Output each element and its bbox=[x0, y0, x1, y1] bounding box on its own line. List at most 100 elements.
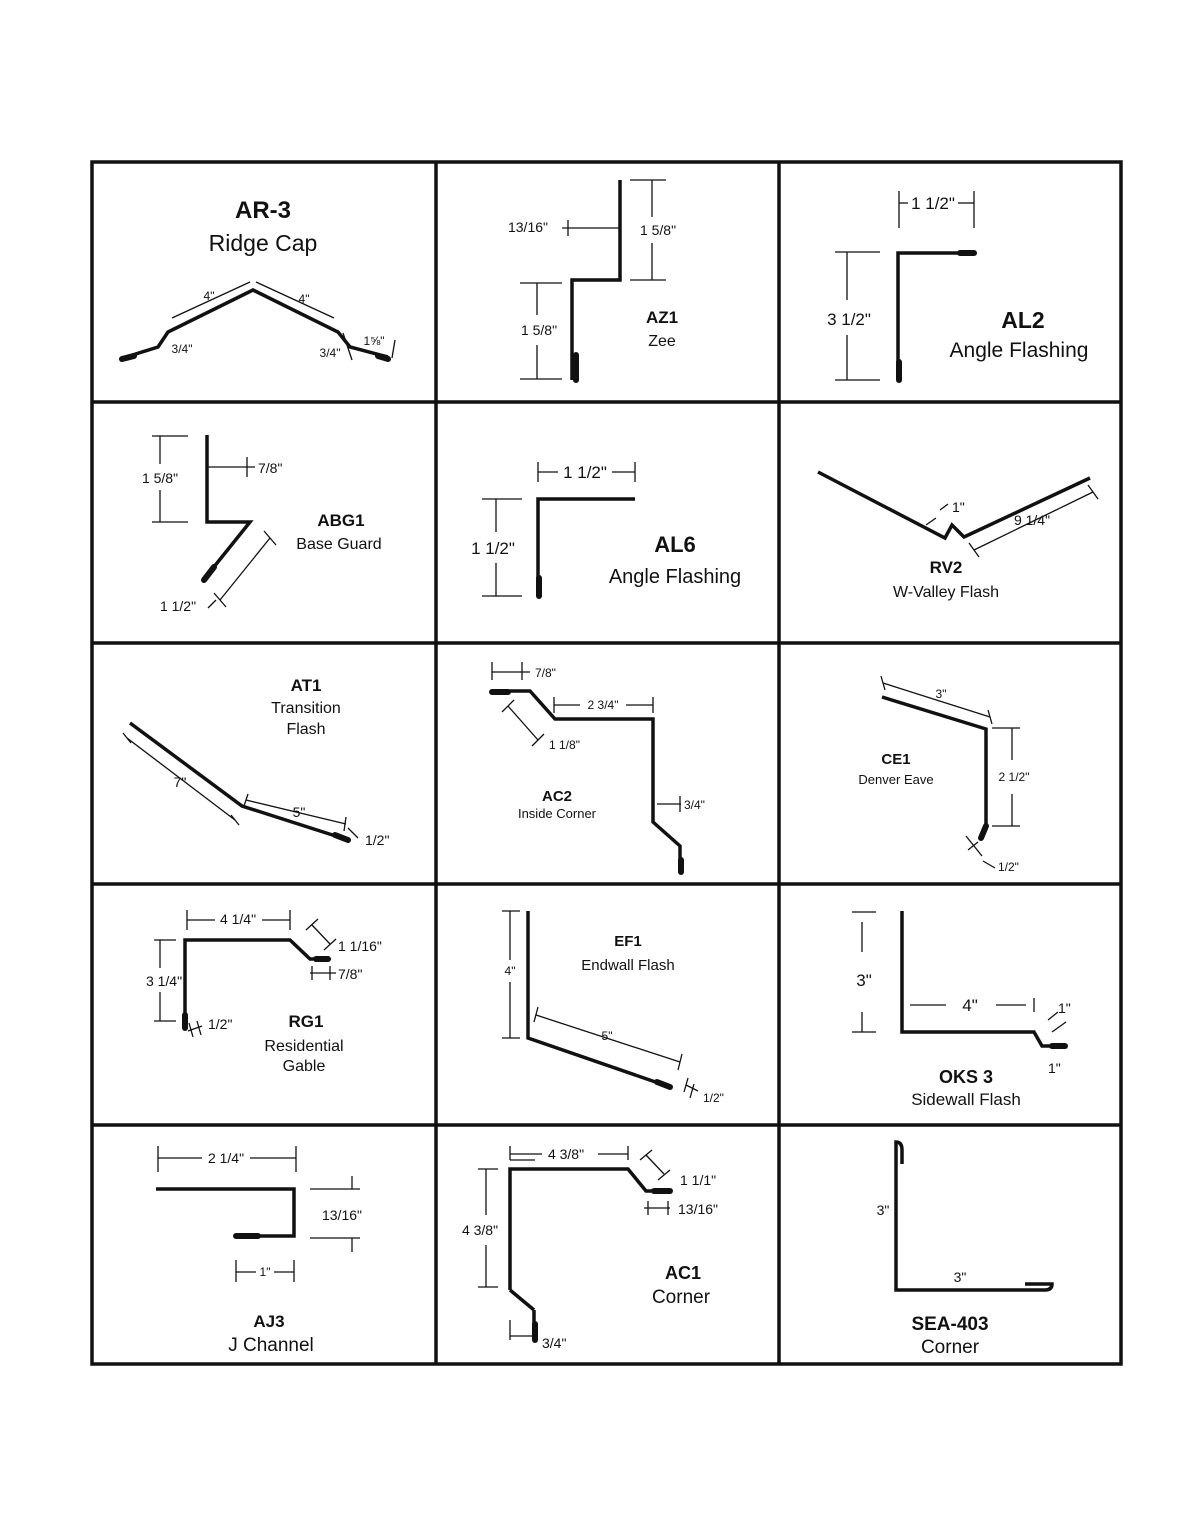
panel-name: Denver Eave bbox=[858, 772, 933, 787]
panel-name: Inside Corner bbox=[518, 806, 597, 821]
dim-label: 1" bbox=[1058, 1000, 1071, 1016]
dim-label: 3 1/2" bbox=[827, 310, 871, 329]
dim-label: 1 5/8" bbox=[521, 322, 557, 338]
profile-drawing bbox=[894, 1140, 1054, 1292]
dim-label: 1/2" bbox=[208, 1016, 232, 1032]
dim-label: 1 5/8" bbox=[640, 222, 676, 238]
dim-label: 4 3/8" bbox=[462, 1222, 498, 1238]
panel-name-line1: Residential bbox=[264, 1038, 343, 1055]
profile-drawing bbox=[482, 462, 636, 599]
dim-label: 4" bbox=[962, 996, 978, 1015]
panel-ar3: AR-3 Ridge Cap 4" 4" 3/4" 3/4" 1⅝" bbox=[119, 197, 396, 362]
panel-rg1: 4 1/4" 1 1/16" 7/8" 3 1/4" 1/2" RG1 Resi… bbox=[146, 910, 382, 1075]
dim-label: 13/16" bbox=[678, 1201, 718, 1217]
dim-label: 4 1/4" bbox=[220, 911, 256, 927]
dim-label: 13/16" bbox=[508, 219, 548, 235]
dim-label: 1 1/16" bbox=[338, 938, 382, 954]
panel-az1: 13/16" 1 5/8" 1 5/8" AZ1 Zee bbox=[508, 179, 678, 383]
panel-oks3: 3" 4" 1" 1" OKS 3 Sidewall Flash bbox=[852, 911, 1071, 1109]
panel-sea403: 3" 3" SEA-403 Corner bbox=[877, 1140, 1054, 1358]
profile-drawing bbox=[489, 662, 684, 875]
panel-code: RV2 bbox=[930, 558, 963, 577]
profile-drawing bbox=[835, 191, 977, 383]
dim-label: 3" bbox=[954, 1269, 967, 1285]
profile-drawing bbox=[478, 1146, 673, 1343]
panel-code: OKS 3 bbox=[939, 1067, 993, 1087]
panel-code: AR-3 bbox=[235, 197, 291, 224]
panel-name-line1: Transition bbox=[271, 700, 341, 717]
profile-drawing bbox=[152, 435, 277, 609]
dim-label: 2 1/2" bbox=[999, 770, 1030, 784]
panel-code: AJ3 bbox=[253, 1312, 284, 1331]
panel-at1: AT1 Transition Flash 7" 5" 1/2" bbox=[122, 676, 389, 848]
dim-label: 1 1/2" bbox=[160, 598, 196, 614]
panel-code: AZ1 bbox=[646, 308, 678, 327]
dim-label: 13/16" bbox=[322, 1207, 362, 1223]
dim-label: 5" bbox=[602, 1029, 613, 1043]
profile-drawing bbox=[502, 910, 699, 1099]
panel-code: CE1 bbox=[881, 751, 910, 768]
profile-drawing bbox=[156, 1146, 360, 1282]
dim-label: 4" bbox=[204, 289, 215, 303]
dim-label: 1⅝" bbox=[364, 334, 385, 348]
dim-label: 3 1/4" bbox=[146, 973, 182, 989]
panel-name: Angle Flashing bbox=[950, 339, 1089, 362]
panel-name-line2: Flash bbox=[286, 721, 325, 738]
panel-name: Corner bbox=[921, 1337, 980, 1358]
dim-label: 4" bbox=[299, 292, 310, 306]
dim-label: 1 1/1" bbox=[680, 1172, 716, 1188]
profile-drawing bbox=[880, 675, 1020, 869]
panel-ac2: 7/8" 2 3/4" 1 1/8" 3/4" AC2 Inside Corne… bbox=[489, 662, 705, 875]
panel-abg1: 1 5/8" 7/8" 1 1/2" ABG1 Base Guard bbox=[142, 435, 382, 614]
dim-label: 2 3/4" bbox=[588, 698, 619, 712]
panel-rv2: 1" 9 1/4" RV2 W-Valley Flash bbox=[817, 470, 1099, 601]
panel-name: Zee bbox=[648, 333, 676, 350]
dim-label: 1" bbox=[260, 1265, 271, 1279]
panel-name: Corner bbox=[652, 1287, 711, 1308]
dim-label: 1 1/2" bbox=[911, 194, 955, 213]
profile-drawing bbox=[520, 179, 666, 383]
dim-label: 3/4" bbox=[542, 1335, 566, 1351]
panel-code: AL2 bbox=[1001, 307, 1044, 333]
panel-code: AT1 bbox=[291, 676, 322, 695]
panel-ac1: 4 3/8" 1 1/1" 13/16" 4 3/8" 3/4" AC1 Cor… bbox=[462, 1146, 718, 1351]
dim-label: 1/2" bbox=[365, 832, 389, 848]
dim-label: 1/2" bbox=[703, 1091, 724, 1105]
dim-label: 1 1/8" bbox=[549, 738, 580, 752]
panel-ef1: 4" 5" 1/2" EF1 Endwall Flash bbox=[502, 910, 724, 1105]
dim-label: 1" bbox=[1048, 1060, 1061, 1076]
profile-drawing bbox=[122, 721, 359, 843]
dim-label: 7/8" bbox=[258, 460, 282, 476]
panel-name: Sidewall Flash bbox=[911, 1090, 1021, 1109]
panel-code: EF1 bbox=[614, 933, 642, 950]
dim-label: 1" bbox=[952, 499, 965, 515]
panel-code: SEA-403 bbox=[911, 1314, 988, 1335]
panel-code: AC1 bbox=[665, 1263, 701, 1283]
panel-al2: 1 1/2" 3 1/2" AL2 Angle Flashing bbox=[827, 191, 1089, 383]
dim-label: 1 5/8" bbox=[142, 470, 178, 486]
profile-drawing bbox=[119, 281, 396, 362]
panel-name: Endwall Flash bbox=[581, 957, 674, 974]
grid-lines bbox=[90, 160, 1123, 1366]
dim-label: 3" bbox=[856, 971, 872, 990]
dim-label: 5" bbox=[293, 804, 306, 820]
panel-name: J Channel bbox=[228, 1335, 314, 1356]
panel-name-line2: Gable bbox=[283, 1058, 326, 1075]
dim-label: 1 1/2" bbox=[471, 539, 515, 558]
panel-code: AL6 bbox=[654, 532, 696, 557]
panel-name: Ridge Cap bbox=[209, 230, 318, 256]
dim-label: 7" bbox=[174, 774, 187, 790]
dim-label: 3/4" bbox=[684, 798, 705, 812]
panel-code: AC2 bbox=[542, 788, 572, 805]
panel-al6: 1 1/2" 1 1/2" AL6 Angle Flashing bbox=[471, 462, 741, 599]
profile-drawing bbox=[852, 911, 1068, 1049]
dim-label: 1 1/2" bbox=[563, 463, 607, 482]
profile-drawing bbox=[817, 470, 1099, 558]
flashing-profile-grid: AR-3 Ridge Cap 4" 4" 3/4" 3/4" 1⅝" bbox=[90, 160, 1123, 1366]
dim-label: 3/4" bbox=[320, 346, 341, 360]
dim-label: 1/2" bbox=[998, 860, 1019, 874]
panel-name: Angle Flashing bbox=[609, 566, 741, 588]
profile-drawing bbox=[154, 910, 337, 1038]
dim-label: 9 1/4" bbox=[1014, 512, 1050, 528]
dim-label: 2 1/4" bbox=[208, 1150, 244, 1166]
